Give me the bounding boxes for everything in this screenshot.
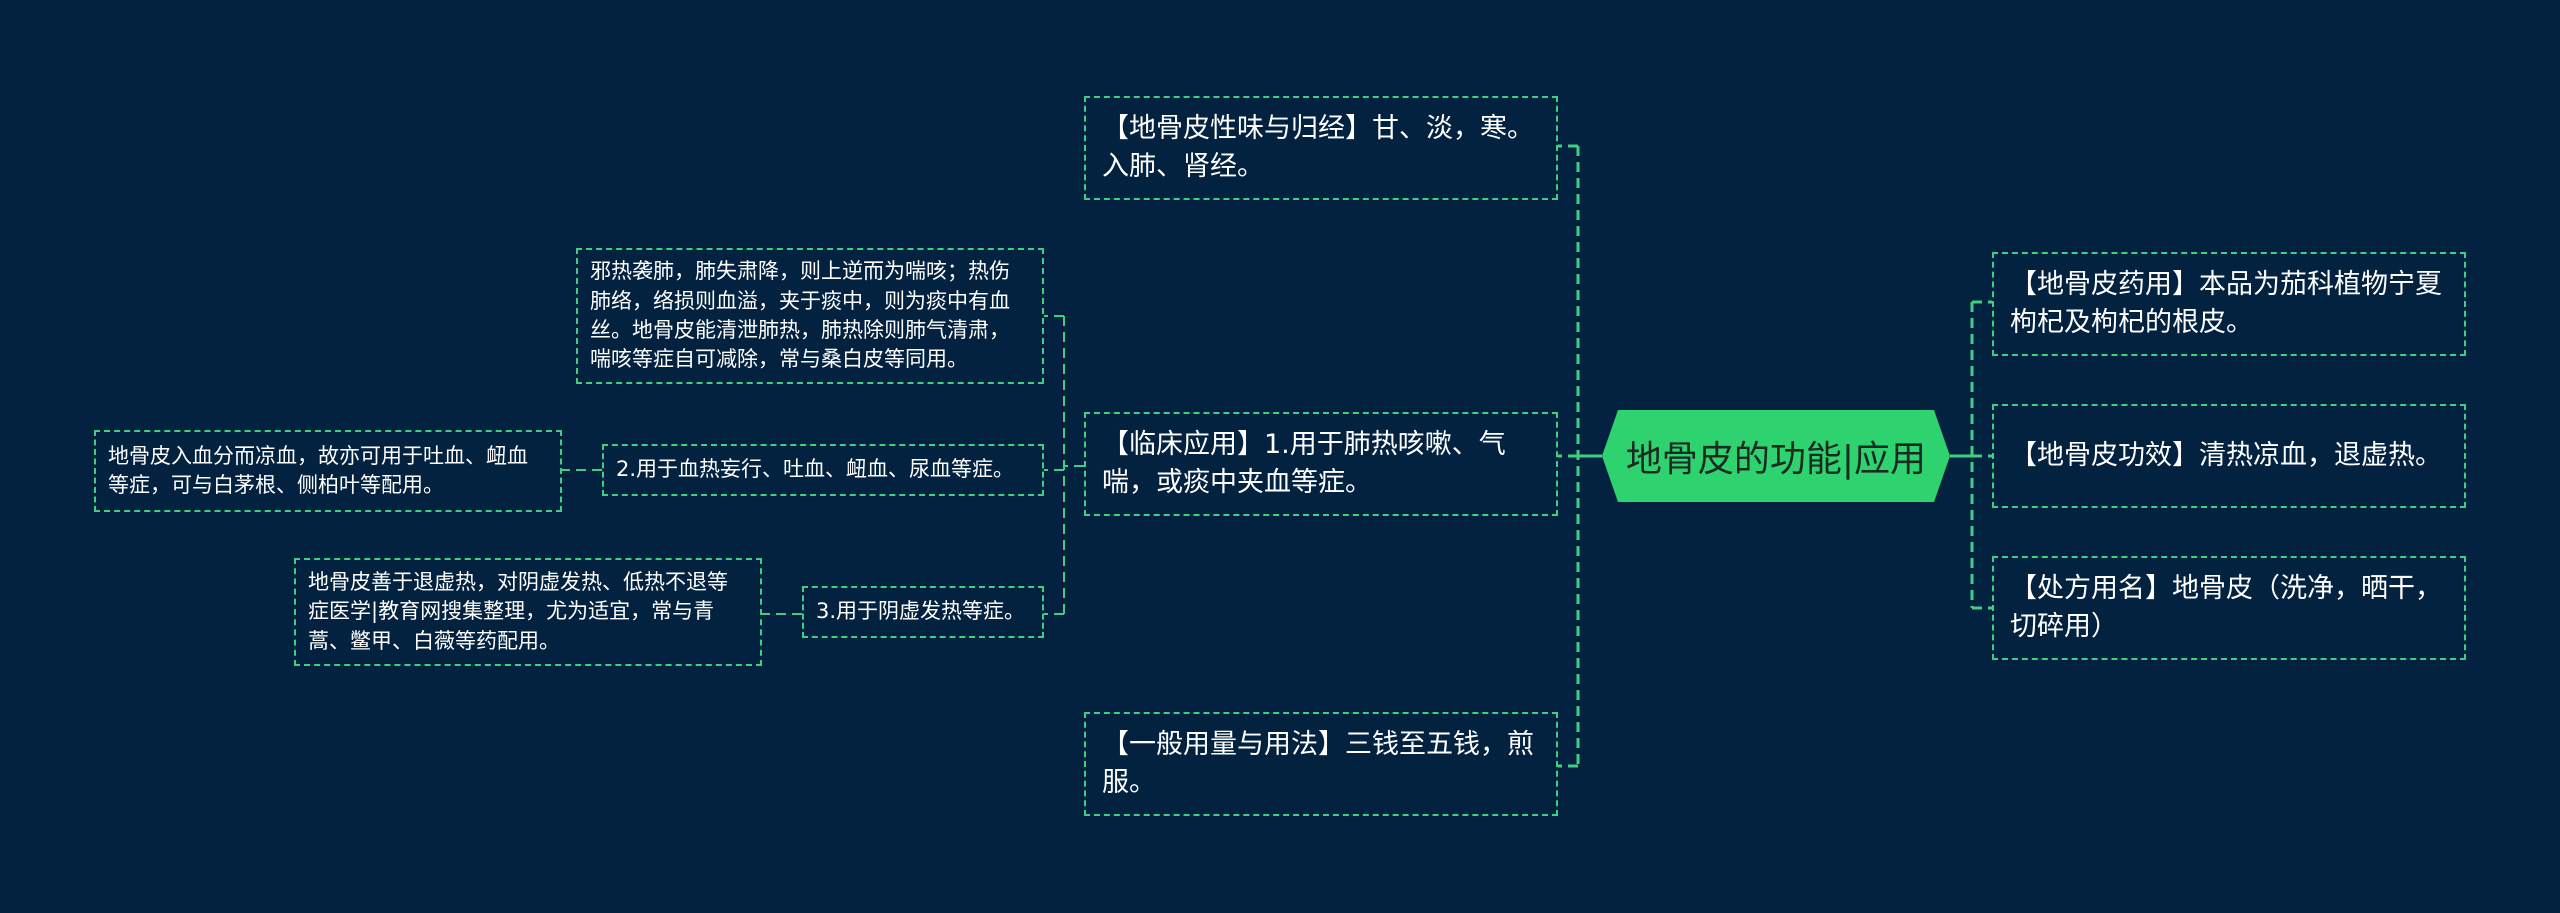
node-label: 3.用于阴虚发热等症。 (816, 599, 1026, 624)
node-taste-meridian[interactable]: 【地骨皮性味与归经】甘、淡，寒。入肺、肾经。 (1084, 96, 1558, 200)
node-label: 【临床应用】1.用于肺热咳嗽、气喘，或痰中夹血等症。 (1102, 429, 1506, 498)
node-label: 【处方用名】地骨皮（洗净，晒干，切碎用） (2010, 573, 2442, 642)
node-label: 【地骨皮药用】本品为茄科植物宁夏枸杞及枸杞的根皮。 (2010, 269, 2442, 338)
node-label: 【地骨皮性味与归经】甘、淡，寒。入肺、肾经。 (1102, 113, 1534, 182)
node-label: 地骨皮善于退虚热，对阴虚发热、低热不退等症医学|教育网搜集整理，尤为适宜，常与青… (308, 569, 728, 653)
node-clinical-lung-heat-detail[interactable]: 邪热袭肺，肺失肃降，则上逆而为喘咳；热伤肺络，络损则血溢，夹于痰中，则为痰中有血… (576, 248, 1044, 384)
node-clinical-application[interactable]: 【临床应用】1.用于肺热咳嗽、气喘，或痰中夹血等症。 (1084, 412, 1558, 516)
node-dosage-usage[interactable]: 【一般用量与用法】三钱至五钱，煎服。 (1084, 712, 1558, 816)
node-prescription-name[interactable]: 【处方用名】地骨皮（洗净，晒干，切碎用） (1992, 556, 2466, 660)
node-label: 邪热袭肺，肺失肃降，则上逆而为喘咳；热伤肺络，络损则血溢，夹于痰中，则为痰中有血… (590, 259, 1010, 372)
node-label: 2.用于血热妄行、吐血、衄血、尿血等症。 (616, 457, 1015, 482)
root-label: 地骨皮的功能|应用 (1625, 439, 1927, 480)
node-medicinal-source[interactable]: 【地骨皮药用】本品为茄科植物宁夏枸杞及枸杞的根皮。 (1992, 252, 2466, 356)
root-node[interactable]: 地骨皮的功能|应用 (1602, 410, 1950, 502)
node-efficacy[interactable]: 【地骨皮功效】清热凉血，退虚热。 (1992, 404, 2466, 508)
node-blood-heat-detail[interactable]: 地骨皮入血分而凉血，故亦可用于吐血、衄血等症，可与白茅根、侧柏叶等配用。 (94, 430, 562, 512)
node-yin-deficiency-detail[interactable]: 地骨皮善于退虚热，对阴虚发热、低热不退等症医学|教育网搜集整理，尤为适宜，常与青… (294, 558, 762, 666)
node-clinical-yin-deficiency[interactable]: 3.用于阴虚发热等症。 (802, 586, 1044, 638)
node-clinical-blood-heat[interactable]: 2.用于血热妄行、吐血、衄血、尿血等症。 (602, 444, 1044, 496)
node-label: 【一般用量与用法】三钱至五钱，煎服。 (1102, 729, 1534, 798)
node-label: 【地骨皮功效】清热凉血，退虚热。 (2010, 440, 2442, 472)
node-label: 地骨皮入血分而凉血，故亦可用于吐血、衄血等症，可与白茅根、侧柏叶等配用。 (108, 443, 528, 497)
